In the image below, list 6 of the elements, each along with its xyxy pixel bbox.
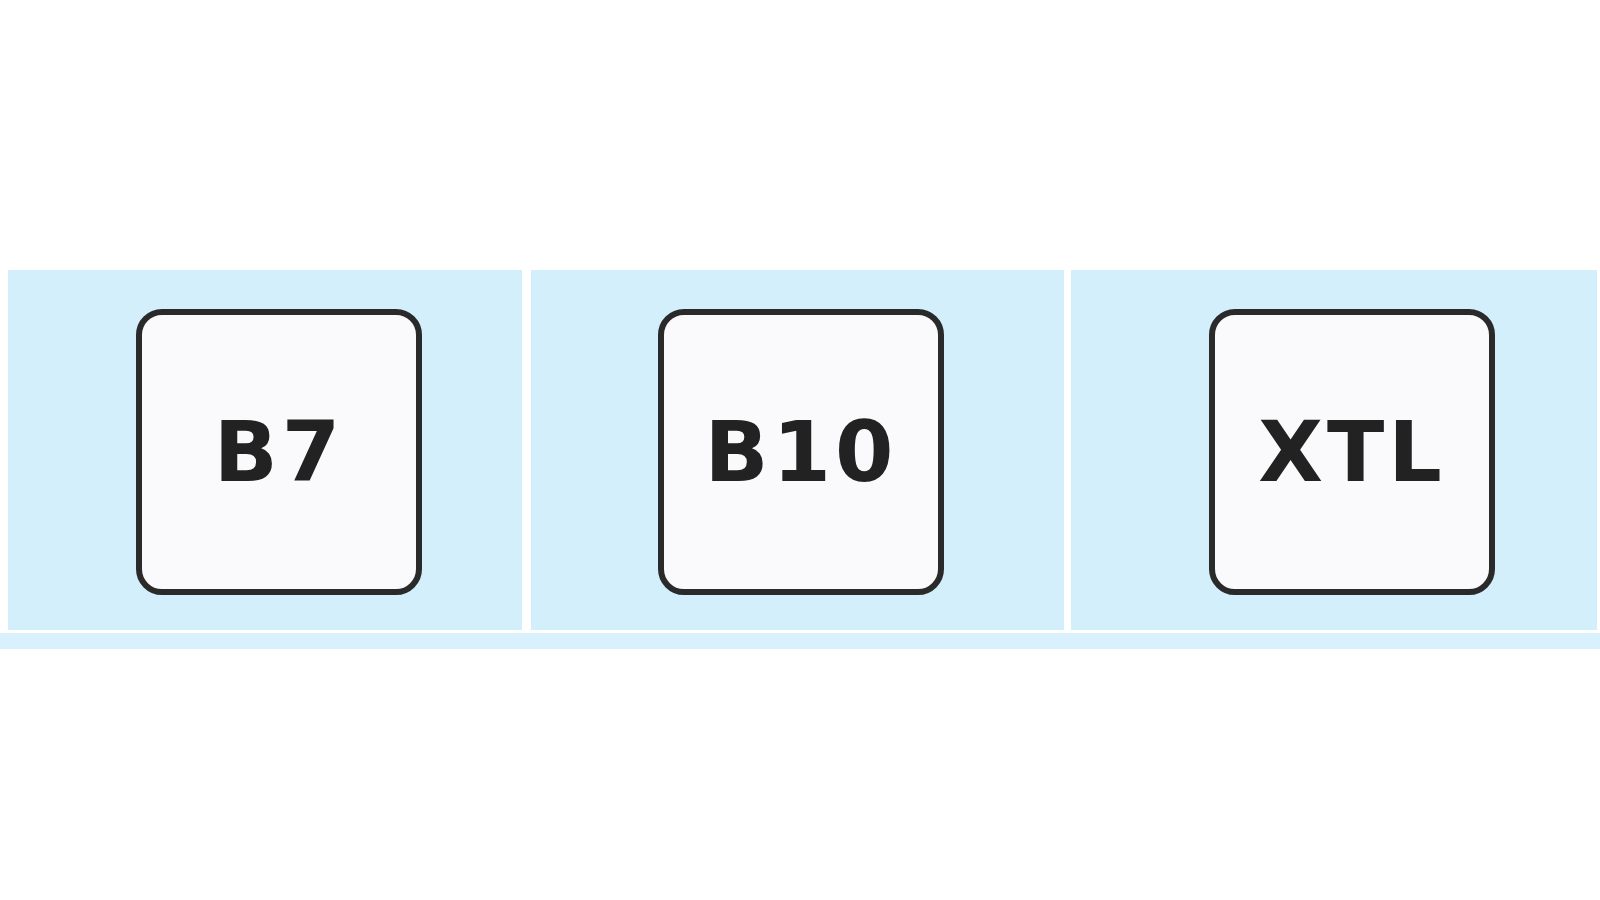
fuel-code: XTL: [1258, 403, 1446, 501]
label-box: [1209, 309, 1495, 595]
fuel-code: B7: [213, 403, 345, 501]
label-box: [136, 309, 422, 595]
label-box: [658, 309, 944, 595]
fuel-code: B10: [704, 403, 898, 501]
